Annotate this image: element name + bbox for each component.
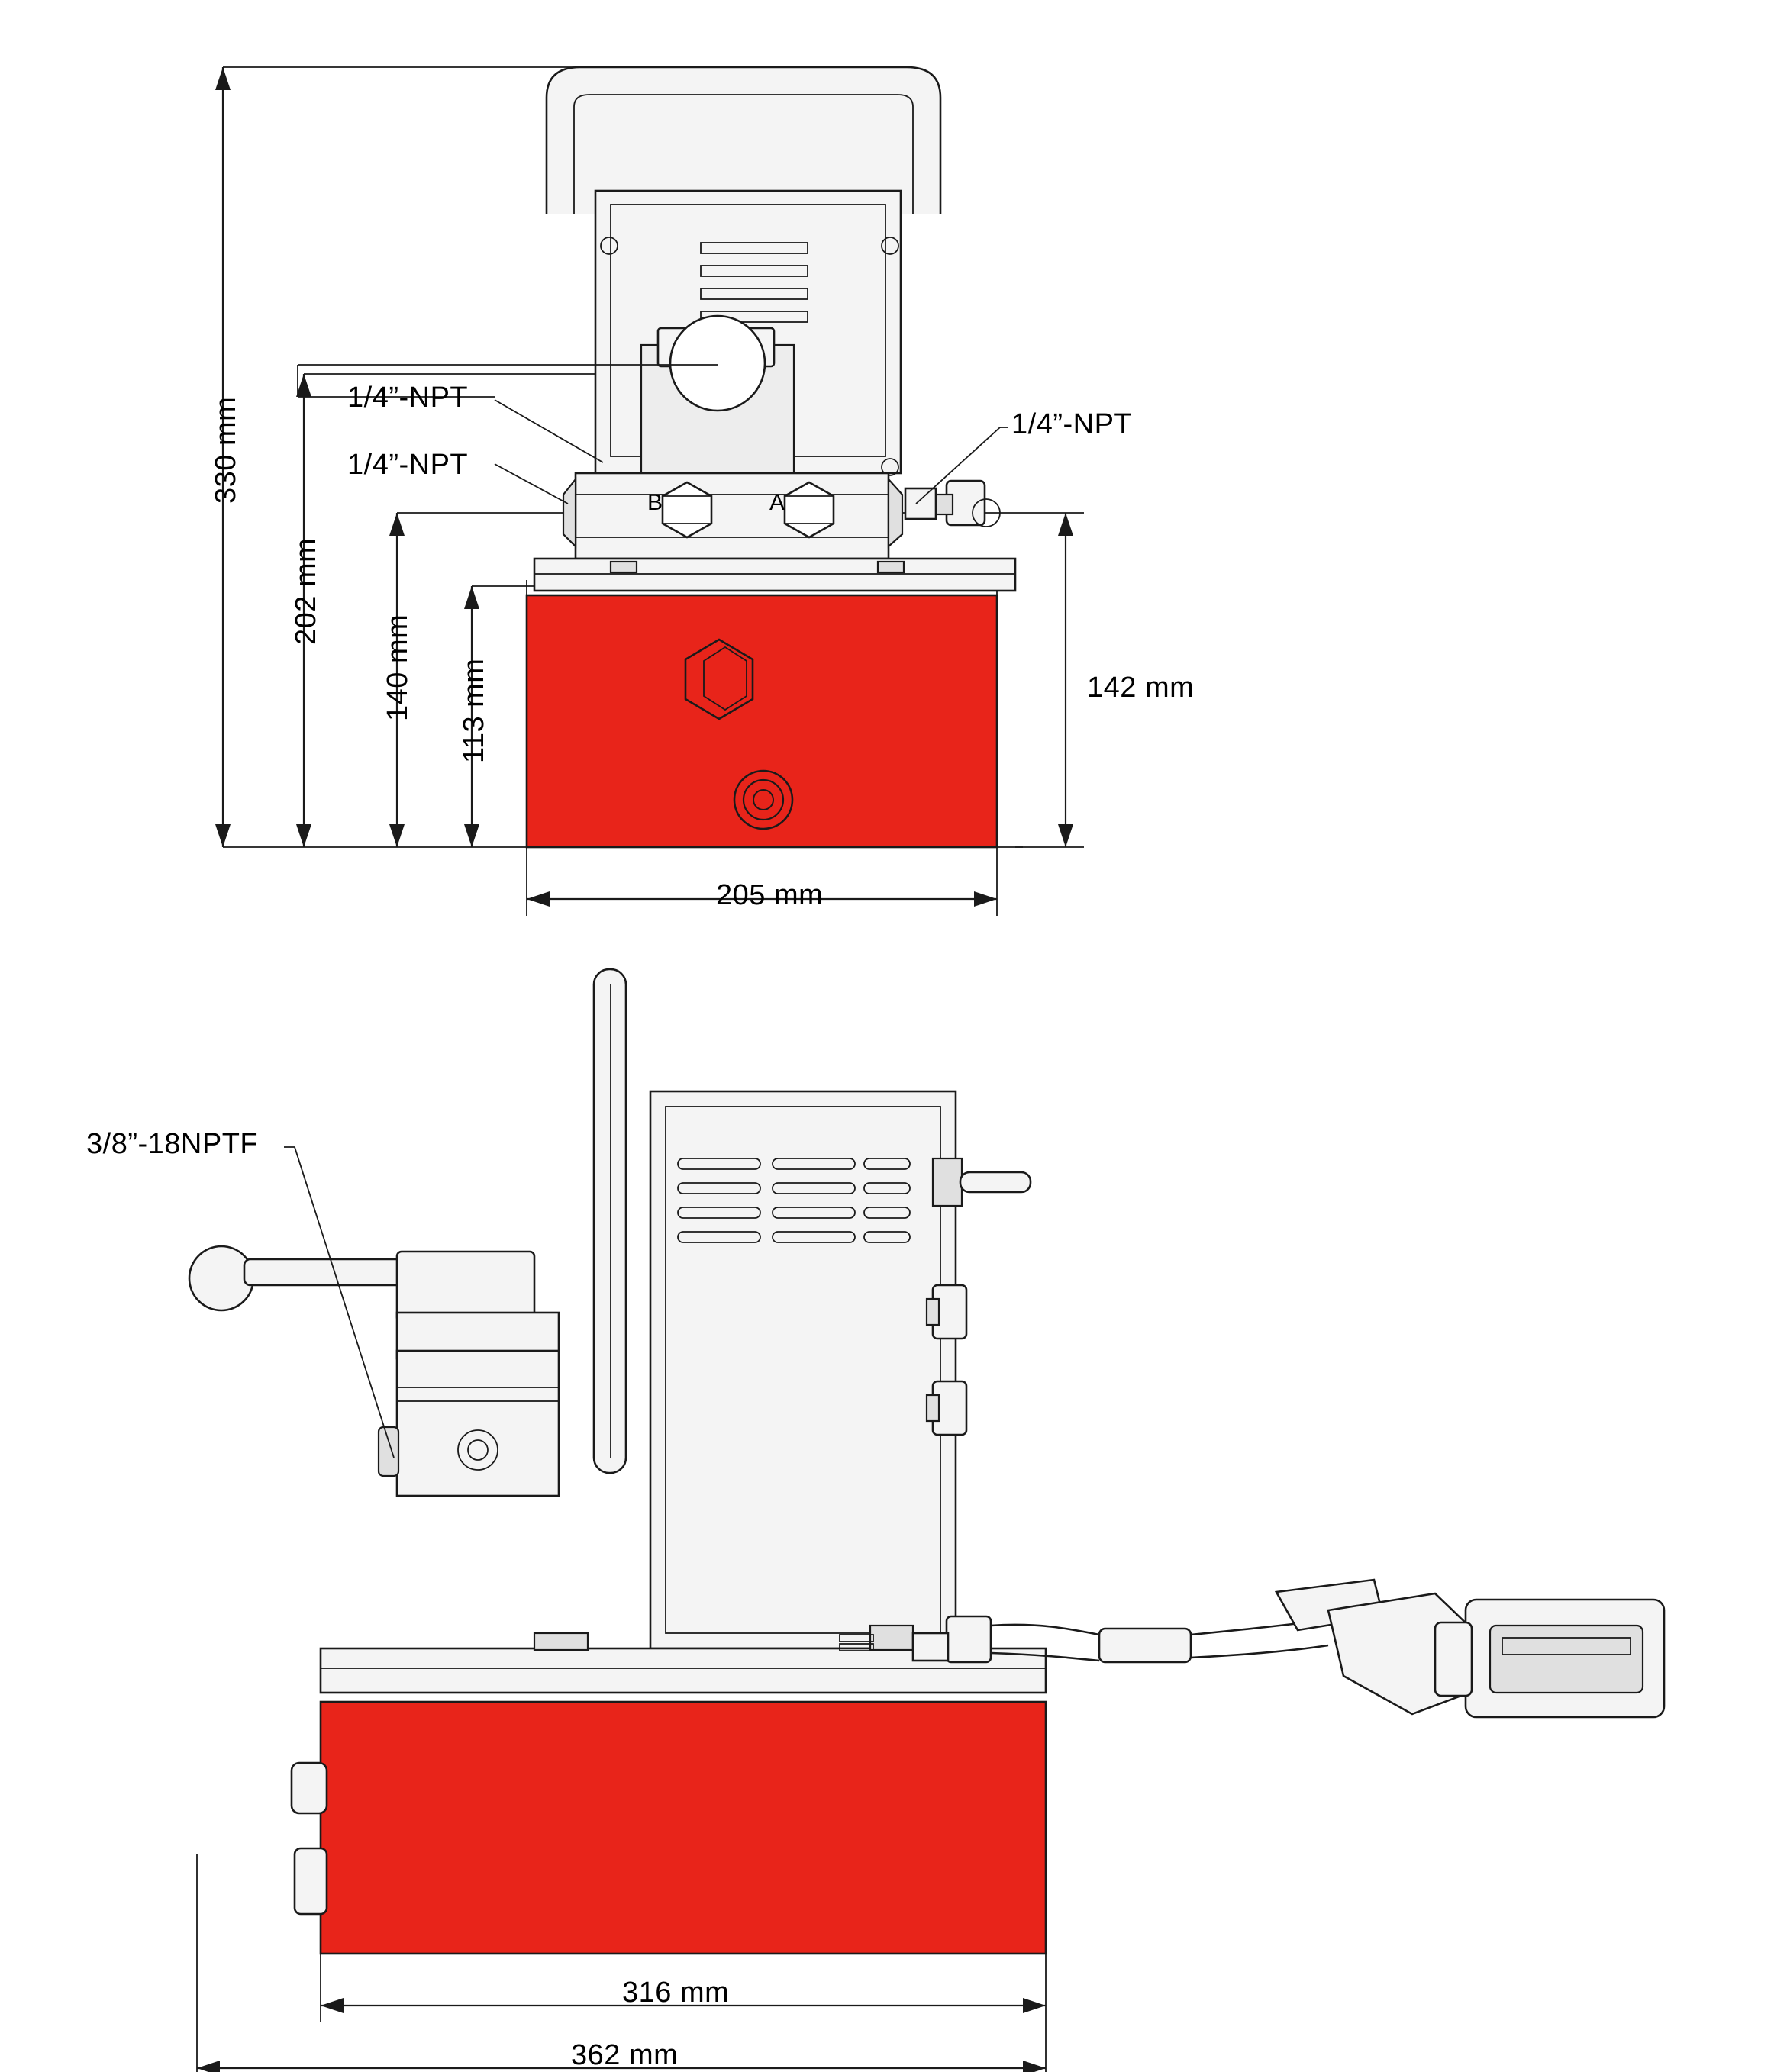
base-plate: [533, 557, 1017, 592]
thread-callout-npft: 3/8”-18NPTF: [86, 1128, 259, 1160]
callout-leader-npft: [284, 1146, 395, 1458]
pump-cylinder: [640, 314, 795, 475]
dim-205-label: 205 mm: [716, 879, 824, 911]
dim-330-label: 330 mm: [210, 396, 242, 504]
dim-113-label: 113 mm: [458, 658, 490, 763]
dim-113: [464, 585, 534, 847]
port-mark-a-text: A: [769, 490, 785, 515]
port-callout-left-lower: 1/4”-NPT: [347, 449, 469, 481]
terminal-strip: [839, 1634, 874, 1651]
front-view-graphic: B A: [215, 66, 1084, 916]
dim-202: [296, 373, 603, 847]
filler-hex-plug: [684, 638, 754, 720]
drawing-canvas: B A: [86, 66, 1666, 2072]
release-lever: [188, 1245, 560, 1360]
drain-port: [733, 769, 794, 830]
port-mark-b-text: B: [647, 490, 663, 515]
dim-140-label: 140 mm: [382, 614, 414, 721]
vent-slots-side: [677, 1158, 911, 1243]
power-cable-plug: [990, 1578, 1666, 1719]
port-callout-left-upper: 1/4”-NPT: [347, 382, 469, 414]
valve-manifold: B A: [562, 472, 904, 560]
dim-362-label: 362 mm: [571, 2039, 679, 2071]
dim-140: [389, 512, 580, 847]
valve-body-side: [377, 1349, 560, 1497]
port-a-fitting: [783, 481, 835, 539]
dim-316-label: 316 mm: [622, 1977, 730, 2009]
dim-142-label: 142 mm: [1087, 672, 1195, 704]
motor-housing-side: [649, 1090, 1032, 1650]
port-b-fitting: [661, 481, 713, 539]
port-callout-right: 1/4”-NPT: [1011, 408, 1133, 440]
reservoir-front: [525, 594, 998, 849]
handle-post: [592, 968, 627, 1474]
vent-slots: [700, 242, 808, 323]
carry-handle: [545, 66, 942, 214]
dim-202-label: 202 mm: [290, 537, 322, 645]
reservoir-side: [290, 1700, 1047, 1955]
side-fitting-right: [904, 479, 1001, 527]
side-view-graphic: [188, 968, 1666, 2072]
base-plate-side: [319, 1615, 1047, 1694]
callout-leaders-front: [297, 364, 1008, 504]
